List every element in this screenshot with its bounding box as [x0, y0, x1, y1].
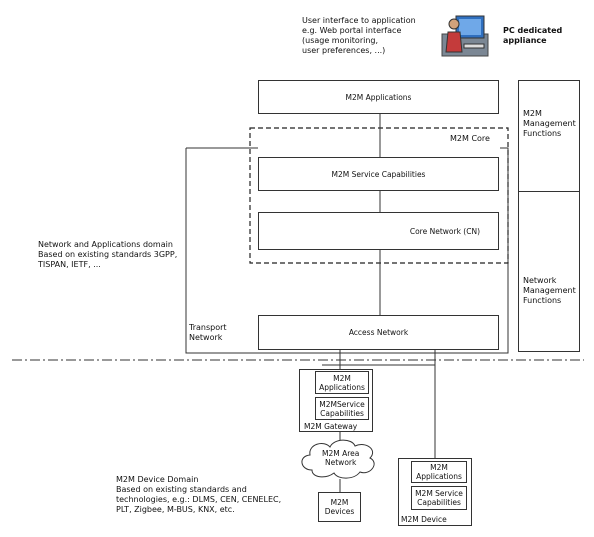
area-network-label: M2M Area Network — [322, 449, 360, 467]
service-capabilities-box: M2M Service Capabilities — [258, 157, 499, 191]
gateway-applications-label: M2M Applications — [319, 373, 365, 392]
core-network-label: Core Network (CN) — [409, 226, 480, 236]
gateway-capabilities-box: M2MService Capabilities — [315, 397, 369, 420]
pc-user-icon — [440, 14, 490, 58]
service-capabilities-label: M2M Service Capabilities — [331, 169, 426, 179]
core-network-box: Core Network (CN) — [258, 212, 499, 250]
device-applications-box: M2M Applications — [411, 461, 467, 483]
m2m-applications-box: M2M Applications — [258, 80, 499, 114]
transport-network-label: Transport Network — [189, 323, 227, 342]
management-divider — [518, 191, 580, 192]
device-label: M2M Device — [401, 515, 447, 524]
management-column — [518, 80, 580, 352]
m2m-management-functions: M2M Management Functions — [523, 109, 576, 138]
device-domain-note: M2M Device Domain Based on existing stan… — [116, 475, 282, 514]
network-domain-note: Network and Applications domain Based on… — [38, 240, 178, 269]
network-management-functions: Network Management Functions — [523, 276, 576, 305]
access-network-label: Access Network — [348, 328, 409, 337]
device-capabilities-label: M2M Service Capabilities — [415, 489, 463, 507]
device-capabilities-box: M2M Service Capabilities — [411, 486, 467, 510]
pc-label: PC dedicated appliance — [503, 26, 563, 45]
gateway-capabilities-label: M2MService Capabilities — [319, 399, 365, 418]
cloud-shape — [301, 439, 375, 479]
m2m-core-label: M2M Core — [450, 134, 490, 143]
gateway-applications-box: M2M Applications — [315, 371, 369, 394]
ui-note: User interface to application e.g. Web p… — [302, 16, 416, 55]
m2m-devices-box: M2M Devices — [318, 492, 361, 522]
device-applications-label: M2M Applications — [416, 463, 462, 481]
gateway-label: M2M Gateway — [304, 422, 358, 431]
m2m-applications-label: M2M Applications — [345, 92, 412, 102]
m2m-devices-label: M2M Devices — [324, 498, 355, 516]
access-network-box: Access Network — [258, 315, 499, 350]
